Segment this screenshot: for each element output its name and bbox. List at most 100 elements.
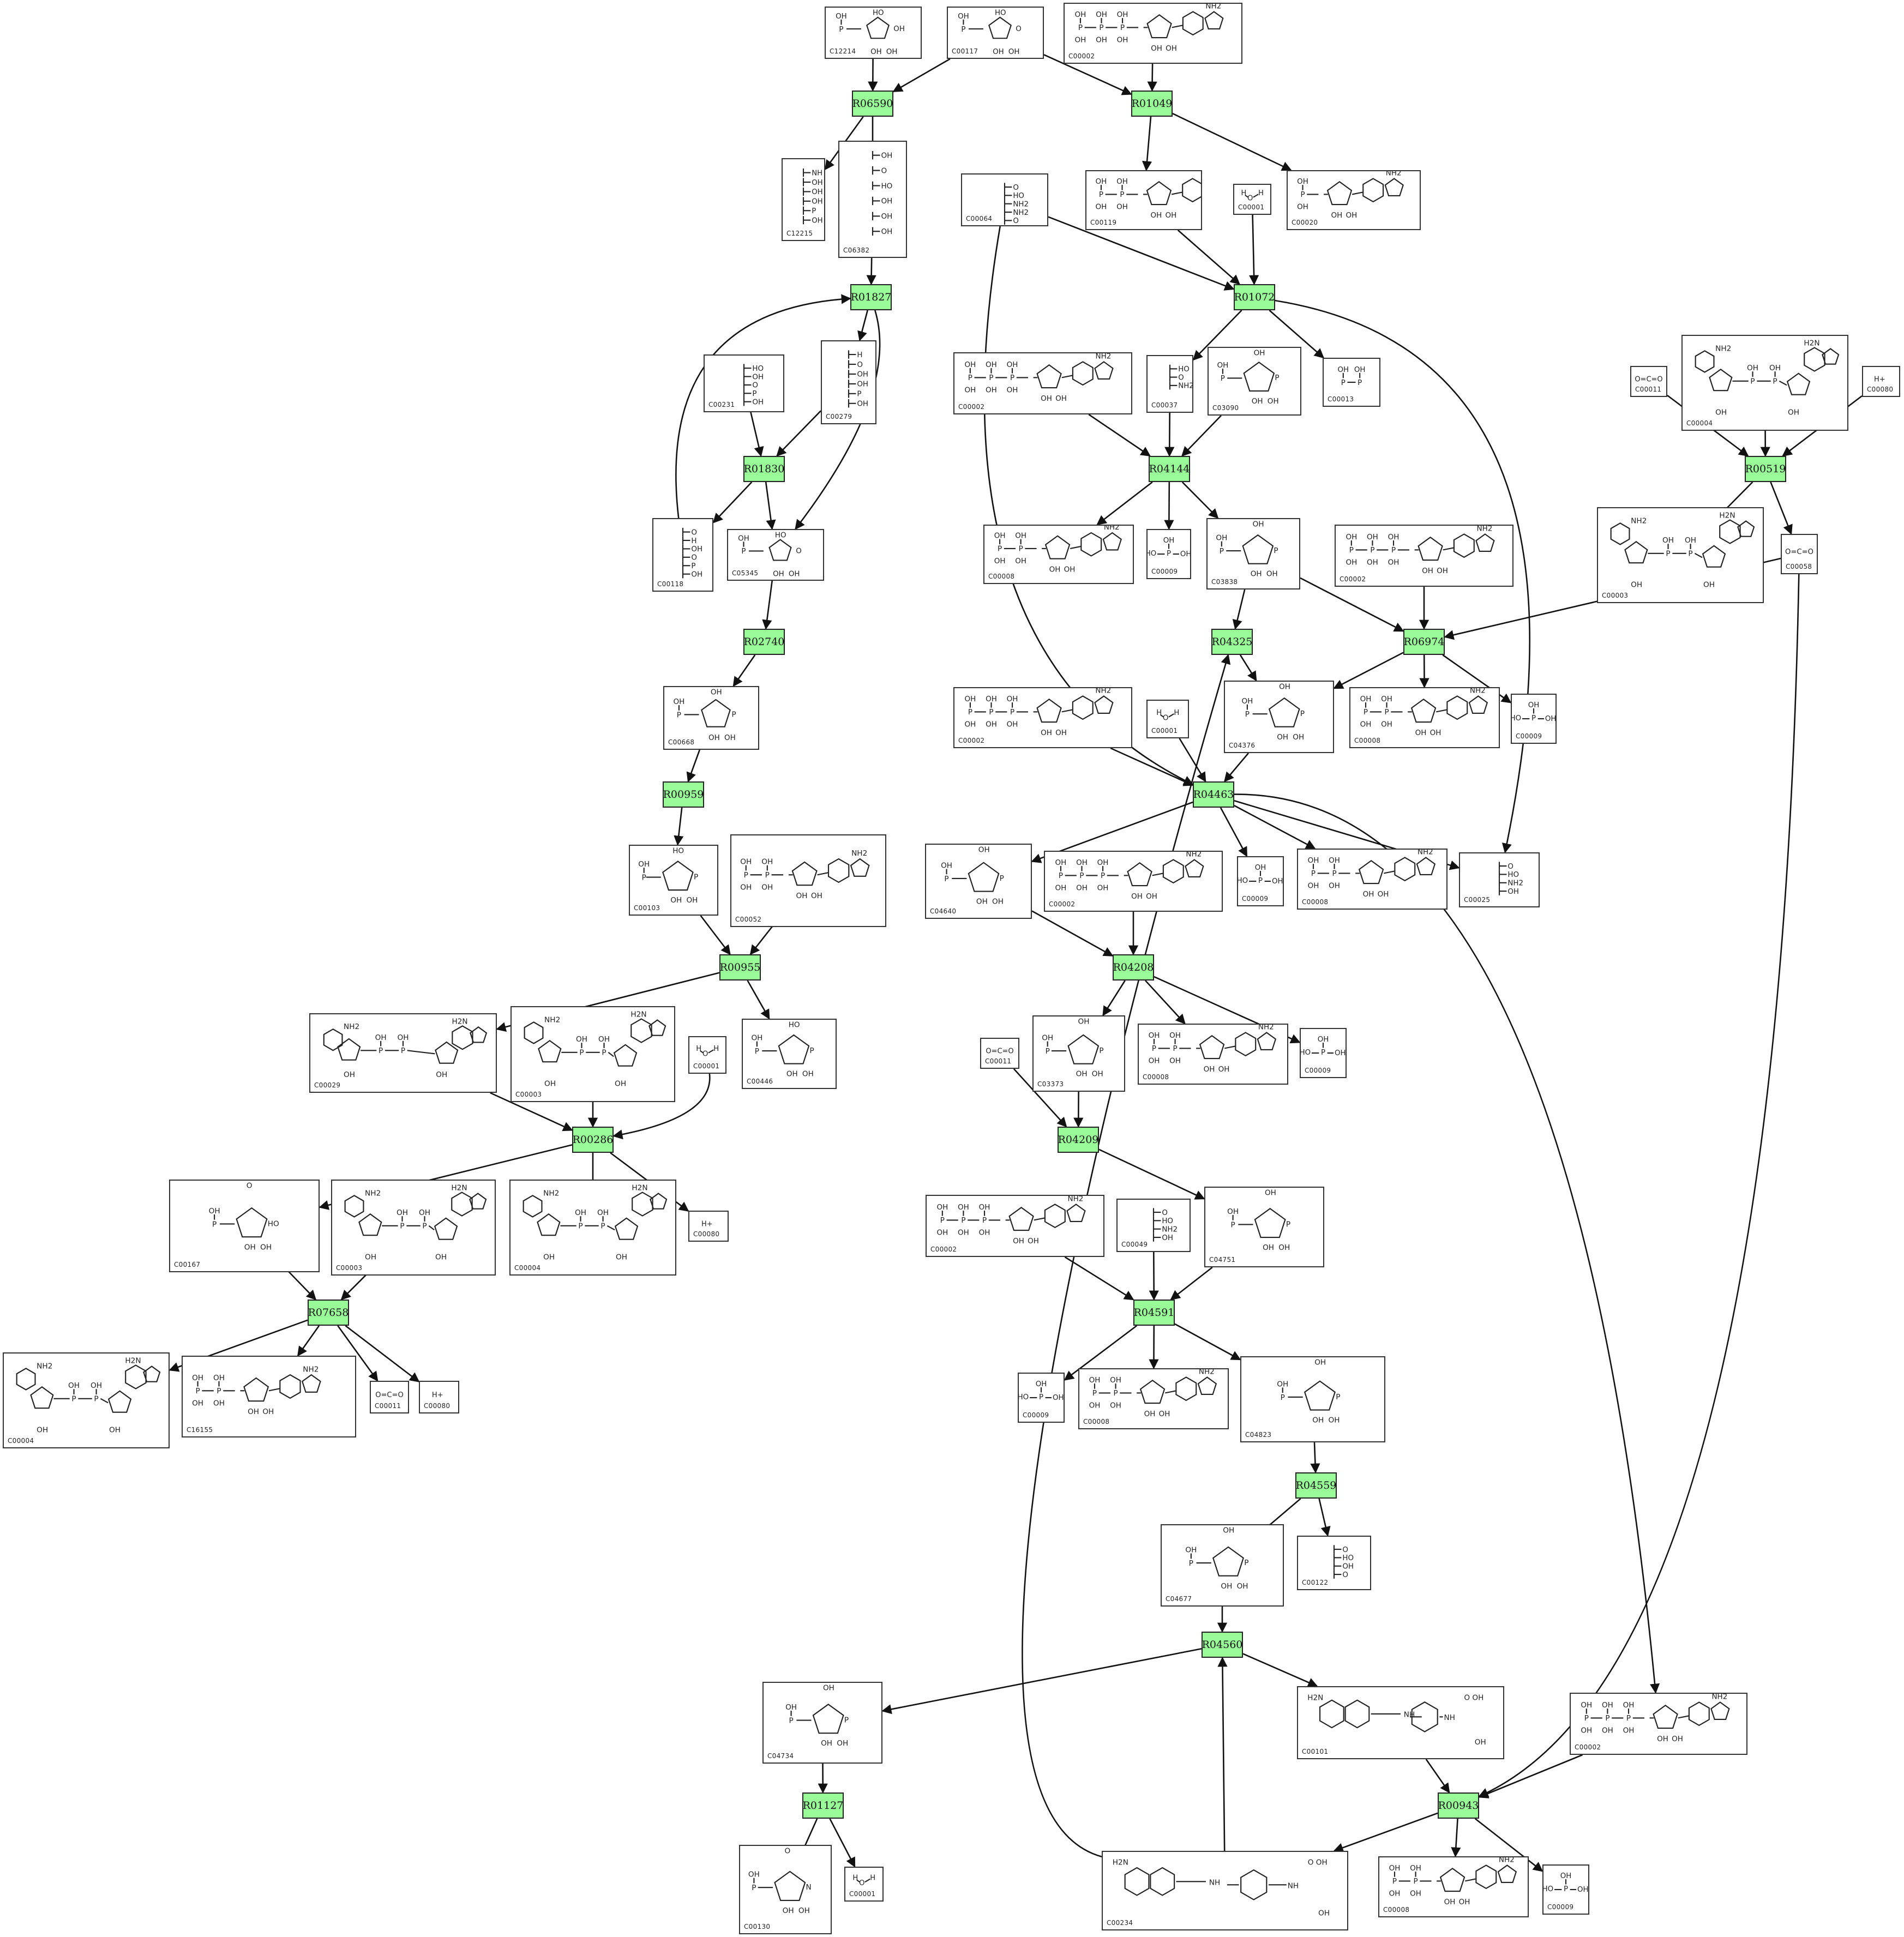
compound-node[interactable]: POHHOOHC00009 [1146, 529, 1191, 579]
reaction-node[interactable]: R00519 [1745, 456, 1786, 482]
reaction-node[interactable]: R06590 [852, 91, 893, 117]
svg-text:NH2: NH2 [1418, 850, 1433, 857]
reaction-node[interactable]: R00943 [1438, 1792, 1479, 1819]
reaction-node[interactable]: R01827 [850, 284, 892, 310]
reaction-node[interactable]: R07658 [308, 1300, 349, 1326]
reaction-node[interactable]: R01830 [743, 456, 785, 482]
svg-text:OH: OH [857, 381, 868, 389]
compound-id: C04823 [1245, 1431, 1272, 1439]
reaction-node[interactable]: R04209 [1058, 1127, 1099, 1153]
reaction-node[interactable]: R00955 [719, 954, 761, 980]
reaction-node[interactable]: R04560 [1202, 1632, 1243, 1658]
compound-node[interactable]: H+C00080 [1862, 366, 1900, 397]
compound-node[interactable]: POHHOOHC00009 [1542, 1864, 1589, 1915]
compound-node[interactable]: POHHOOHC00009 [1511, 694, 1557, 744]
reaction-node[interactable]: R01127 [802, 1792, 844, 1819]
svg-text:OH: OH [1346, 558, 1357, 567]
reaction-node[interactable]: R01072 [1234, 284, 1275, 310]
compound-node[interactable]: H+C00080 [688, 1211, 729, 1242]
reaction-node[interactable]: R04144 [1149, 456, 1190, 482]
reaction-node[interactable]: R04559 [1295, 1472, 1337, 1499]
reaction-node[interactable]: R02740 [743, 629, 785, 655]
svg-text:OH: OH [1329, 856, 1340, 865]
svg-text:OH: OH [691, 545, 702, 554]
reaction-node[interactable]: R00959 [663, 781, 704, 808]
reaction-node[interactable]: R06974 [1403, 629, 1445, 655]
reaction-node[interactable]: R04325 [1211, 629, 1253, 655]
compound-node[interactable]: POHHOOHC00009 [1237, 856, 1284, 906]
compound-node[interactable]: POHOHPOHOHOHOHNH2C00119 [1085, 170, 1202, 230]
reaction-node[interactable]: R01049 [1131, 91, 1173, 117]
compound-node[interactable]: POHHOOHC00009 [1018, 1373, 1065, 1423]
compound-node[interactable]: H+C00080 [419, 1381, 459, 1413]
reaction-node[interactable]: R00286 [572, 1127, 614, 1153]
reaction-node[interactable]: R04591 [1133, 1300, 1175, 1326]
reaction-node[interactable]: R04208 [1113, 954, 1154, 980]
compound-node[interactable]: POHHOOHC00009 [1300, 1028, 1347, 1078]
reaction-node[interactable]: R04463 [1193, 781, 1234, 808]
